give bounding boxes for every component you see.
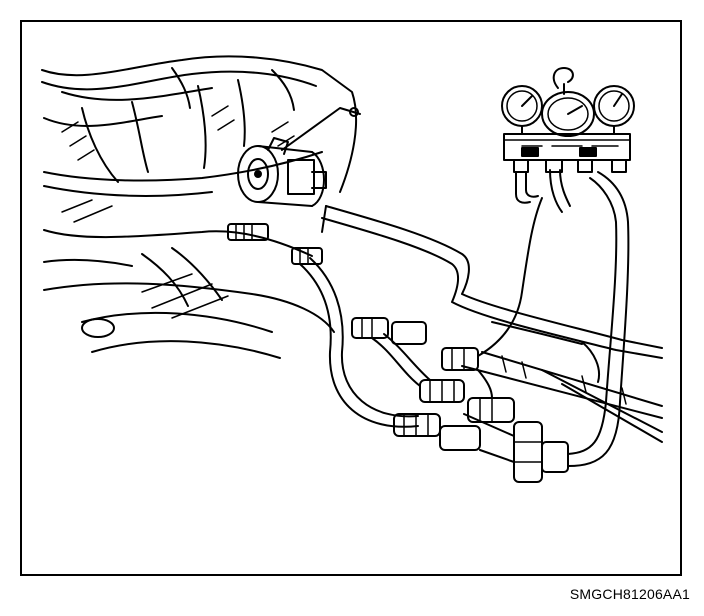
gauge-hoses bbox=[299, 169, 630, 467]
illustration-frame bbox=[20, 20, 682, 576]
figure-code: SMGCH81206AA1 bbox=[569, 586, 690, 602]
refrigerant-lines bbox=[321, 205, 663, 443]
ac-gauge-hookup-illustration bbox=[41, 55, 663, 483]
engine-body bbox=[41, 55, 358, 359]
compressor bbox=[237, 107, 361, 207]
gauge-manifold bbox=[501, 67, 635, 173]
service-fittings bbox=[227, 223, 569, 483]
